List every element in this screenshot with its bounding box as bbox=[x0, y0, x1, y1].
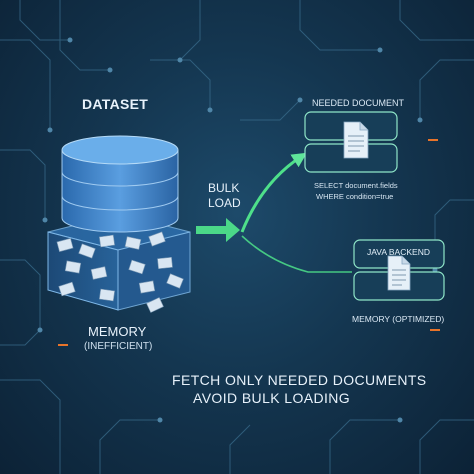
java-backend-label: JAVA BACKEND bbox=[367, 247, 430, 257]
document-icon-top bbox=[343, 121, 369, 159]
arrow-to-needed-document bbox=[240, 152, 308, 233]
document-icon-java bbox=[387, 255, 411, 291]
bulk-load-arrow bbox=[196, 218, 240, 242]
database-cylinder bbox=[61, 135, 179, 233]
memory-inefficient-note: (INEFFICIENT) bbox=[84, 341, 153, 352]
query-line2: WHERE condition=true bbox=[316, 192, 394, 201]
slogan-line2: AVOID BULK LOADING bbox=[193, 390, 351, 406]
bulk-load-label-line2: LOAD bbox=[208, 196, 241, 210]
orange-dash-markers bbox=[58, 139, 440, 346]
bulk-load-label-line1: BULK bbox=[208, 181, 240, 195]
memory-label: MEMORY bbox=[88, 324, 147, 339]
slogan-line1: FETCH ONLY NEEDED DOCUMENTS bbox=[172, 372, 427, 388]
circuit-nodes bbox=[37, 37, 438, 423]
scattered-documents bbox=[56, 231, 184, 313]
dataset-title: DATASET bbox=[82, 96, 149, 112]
memory-optimized-label: MEMORY (OPTIMIZED) bbox=[352, 314, 445, 324]
query-line1: SELECT document.fields bbox=[314, 181, 398, 190]
needed-document-label: NEEDED DOCUMENT bbox=[312, 98, 405, 108]
line-to-java-backend bbox=[241, 235, 352, 273]
